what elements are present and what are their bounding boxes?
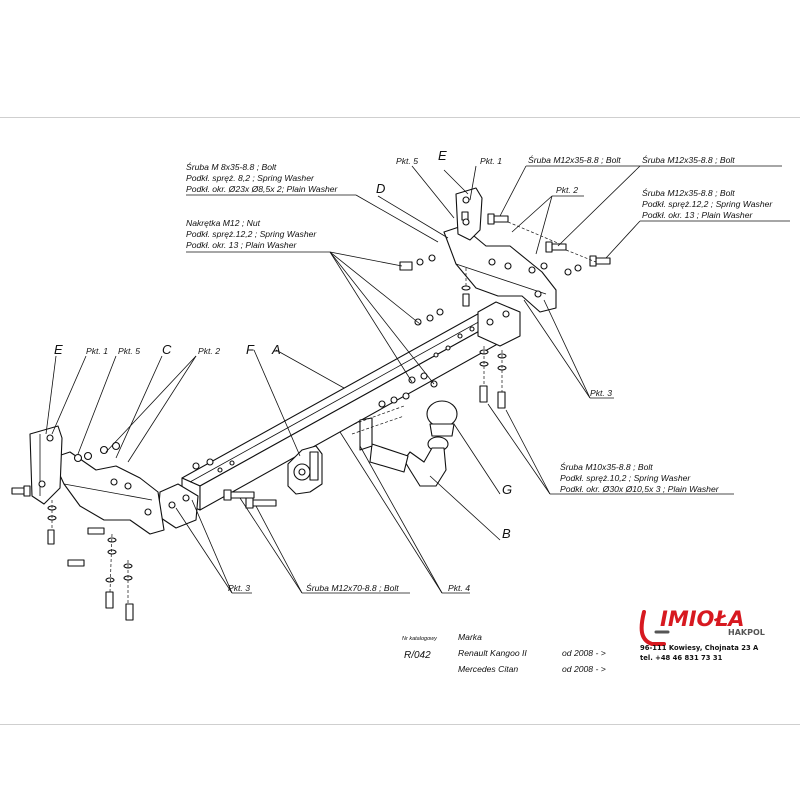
letter-b: B (502, 526, 511, 541)
pkt2-label-right: Pkt. 2 (556, 185, 578, 195)
spring-washer-82-label: Podkł. spręż. 8,2 ; Spring Washer (186, 173, 315, 183)
spring-washer-122-label-b: Podkł. spręż.12,2 ; Spring Washer (642, 199, 773, 209)
leader-lines (45, 165, 790, 604)
letter-c: C (162, 342, 172, 357)
catalog-code: R/042 (404, 650, 431, 661)
tow-hook-icon (639, 610, 666, 646)
brand-sub: HAKPOL (728, 628, 765, 637)
pkt1-label-right: Pkt. 1 (480, 156, 502, 166)
top-divider (0, 117, 800, 118)
bolt-m12x35-label-a: Śruba M12x35-8.8 ; Bolt (528, 154, 621, 165)
tow-ball-assembly-part (351, 400, 458, 487)
spring-washer-102-label: Podkł. spręż.10,2 ; Spring Washer (560, 473, 691, 483)
catalog-model-2: Mercedes Citan (458, 664, 518, 674)
pkt5-label-left: Pkt. 5 (118, 346, 140, 356)
beam-hole-marks (217, 326, 475, 473)
part-labels: Śruba M 8x35-8.8 ; Bolt Podkł. spręż. 8,… (54, 148, 773, 593)
pkt1-label-left: Pkt. 1 (86, 346, 108, 356)
bolt-m12x35-label-b: Śruba M12x35-8.8 ; Bolt (642, 154, 735, 165)
letter-d: D (376, 181, 385, 196)
bolt-m10-label: Śruba M10x35-8.8 ; Bolt (560, 461, 653, 472)
bolt-m12x35-label-c: Śruba M12x35-8.8 ; Bolt (642, 187, 735, 198)
socket-plate-f-part (287, 445, 323, 495)
brand-address: 96-111 Kowiesy, Chojnata 23 A (640, 644, 759, 652)
catalog-nr-header: Nr katalogowy (402, 636, 438, 642)
plain-washer-23-label: Podkł. okr. Ø23x Ø8,5x 2; Plain Washer (186, 184, 339, 194)
brand-name: IMIOŁA (660, 607, 745, 631)
letter-g: G (502, 482, 512, 497)
beam-end-plate-right (477, 301, 521, 347)
brand-logo: IMIOŁA HAKPOL 96-111 Kowiesy, Chojnata 2… (639, 607, 765, 662)
pkt2-label-left: Pkt. 2 (198, 346, 220, 356)
left-bracket-e-part (29, 425, 63, 505)
bolt-m12x70-label: Śruba M12x70-8.8 ; Bolt (306, 582, 399, 593)
bolt-m8-label: Śruba M 8x35-8.8 ; Bolt (186, 161, 277, 172)
spring-washer-122-label-a: Podkł. spręż.12,2 ; Spring Washer (186, 229, 317, 239)
plain-washer-13-label-b: Podkł. okr. 13 ; Plain Washer (642, 210, 753, 220)
catalog-marka-header: Marka (458, 632, 482, 642)
letter-e-right: E (438, 148, 447, 163)
pkt3-label-left: Pkt. 3 (228, 583, 250, 593)
nut-m12-label: Nakrętka M12 ; Nut (186, 218, 261, 228)
catalog-model-1: Renault Kangoo II (458, 648, 527, 658)
pkt3-label-right: Pkt. 3 (590, 388, 612, 398)
pkt5-label-right: Pkt. 5 (396, 156, 418, 166)
letter-e-left: E (54, 342, 63, 357)
letter-f: F (246, 342, 255, 357)
right-bracket-e-part (455, 187, 483, 241)
left-bracket-c-part (51, 451, 165, 535)
bottom-divider (0, 724, 800, 725)
catalog-block: Nr katalogowy Marka R/042 Renault Kangoo… (402, 632, 606, 674)
right-bracket-d-part (443, 225, 557, 313)
catalog-year-2: od 2008 - > (562, 664, 606, 674)
pkt4-label: Pkt. 4 (448, 583, 470, 593)
plain-washer-30-label: Podkł. okr. Ø30x Ø10,5x 3 ; Plain Washer (560, 484, 720, 494)
letter-a: A (271, 342, 281, 357)
brand-phone: tel. +48 46 831 73 31 (640, 654, 723, 662)
catalog-year-1: od 2008 - > (562, 648, 606, 658)
plain-washer-13-label-a: Podkł. okr. 13 ; Plain Washer (186, 240, 297, 250)
